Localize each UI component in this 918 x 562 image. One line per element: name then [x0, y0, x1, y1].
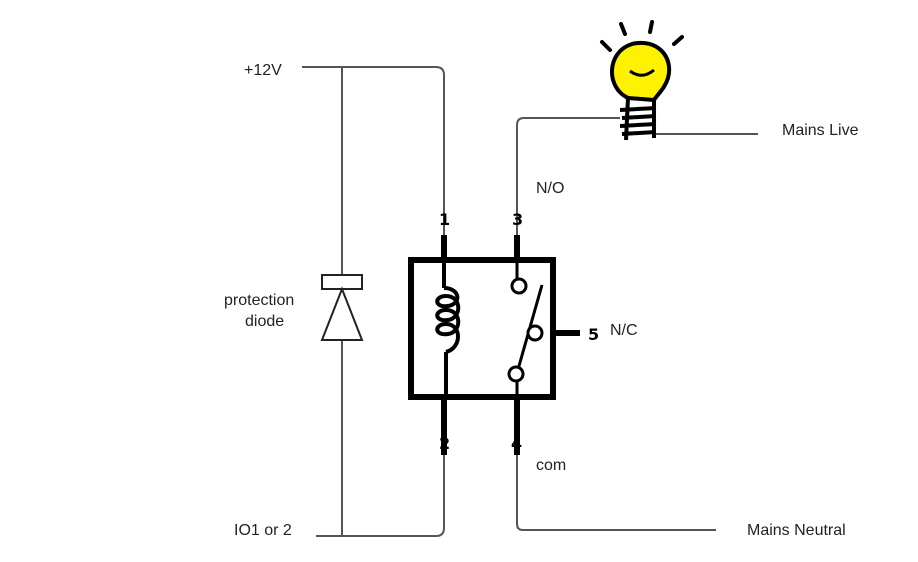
bulb-rays [600, 20, 684, 52]
nc-label: N/C [610, 322, 638, 339]
no-wire [516, 117, 620, 235]
no-label: N/O [536, 180, 564, 197]
relay-coil [435, 262, 461, 395]
pin-1-number: 1 [439, 210, 450, 229]
wires [302, 66, 758, 537]
pin-2-number: 2 [439, 434, 450, 453]
diode-triangle [320, 286, 364, 341]
relay-switch [507, 262, 544, 395]
light-bulb-icon [600, 20, 684, 141]
pin-4-number: 4 [511, 434, 522, 453]
coil-winding [435, 286, 461, 354]
pin-3-number: 3 [512, 210, 523, 229]
supply-wire [302, 66, 445, 235]
mains-neutral-wire [516, 455, 716, 531]
supply-label: +12V [244, 62, 282, 79]
mains-neutral-label: Mains Neutral [747, 522, 846, 539]
io-label: IO1 or 2 [234, 522, 292, 539]
relay-pins [441, 235, 580, 455]
pin-5-number: 5 [588, 325, 599, 344]
nc-contact [526, 324, 544, 342]
bulb-glass [610, 40, 672, 103]
protection-diode [320, 274, 364, 341]
com-label: com [536, 457, 566, 474]
mains-live-label: Mains Live [782, 122, 859, 139]
bulb-smile [629, 68, 655, 77]
io-wire [316, 455, 445, 537]
com-contact [507, 365, 525, 383]
no-contact [510, 277, 528, 295]
bulb-filament-coil [619, 97, 657, 141]
diode-label-line1: protection [224, 292, 294, 309]
diode-label-line2: diode [245, 313, 284, 330]
